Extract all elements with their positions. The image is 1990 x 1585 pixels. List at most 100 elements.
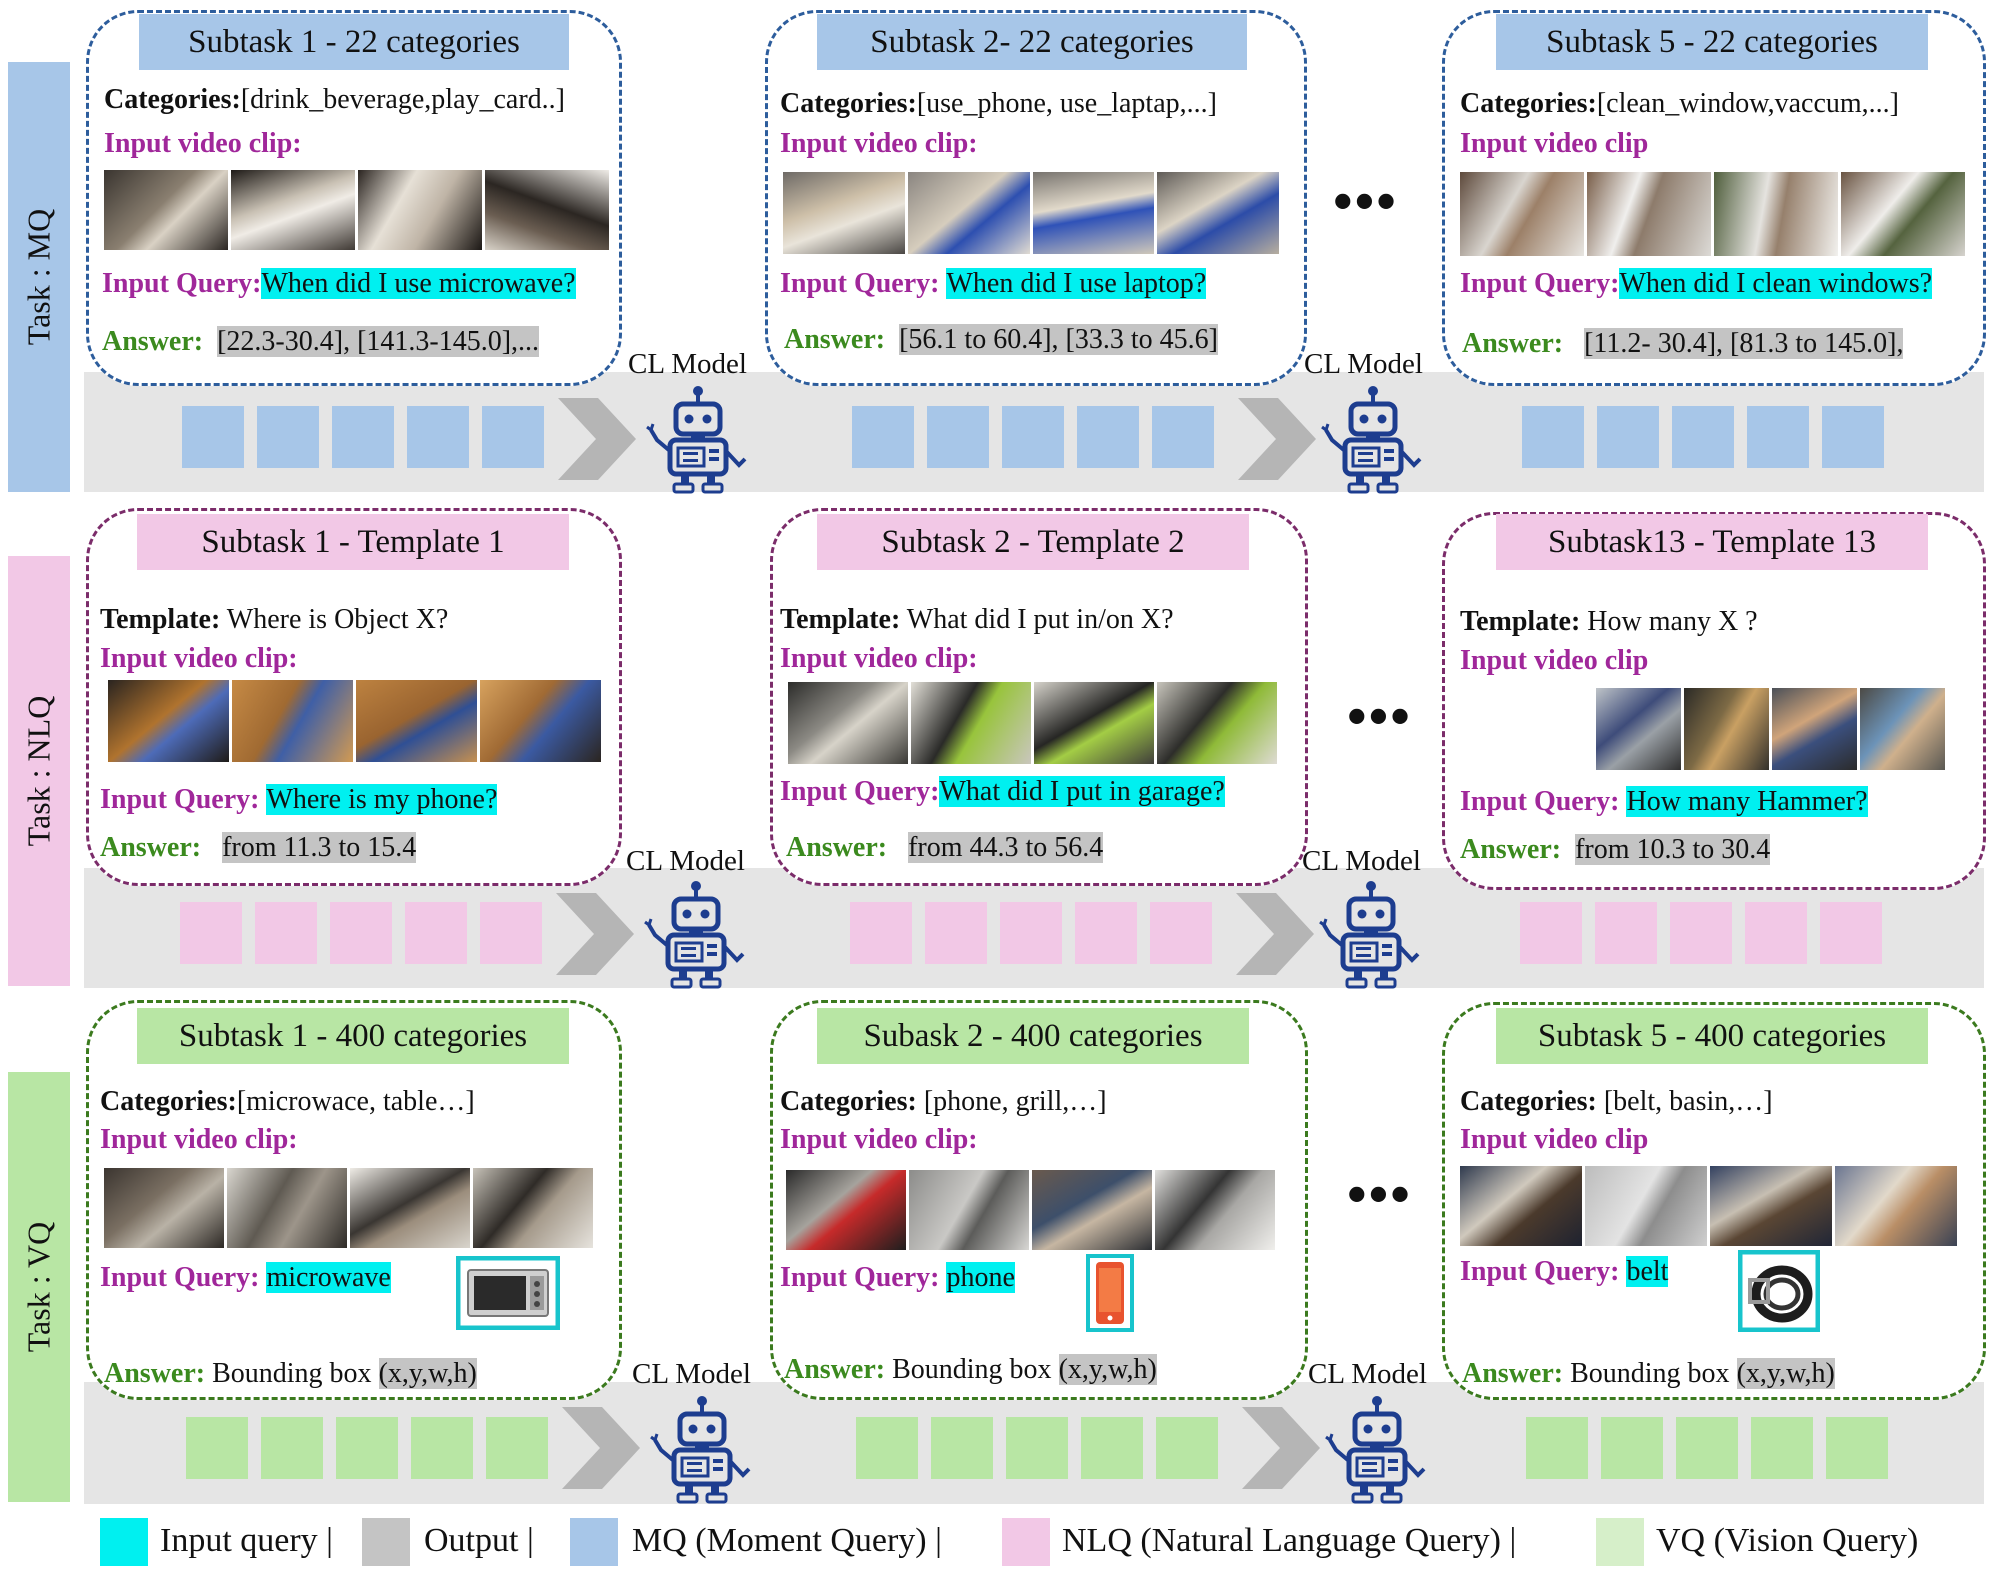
input-video-clip <box>1596 688 1948 770</box>
subtask-title: Subtask 2- 22 categories <box>817 14 1247 70</box>
categories-line: Categories: [phone, grill,…] <box>780 1086 1107 1117</box>
video-frame <box>227 1168 347 1248</box>
clip-label: Input video clip: <box>100 643 298 674</box>
clip-label: Input video clip: <box>100 1124 298 1155</box>
query-highlight: microwave <box>266 1262 391 1293</box>
video-frame <box>1155 1170 1275 1250</box>
query-line: Input Query:When did I use microwave? <box>102 268 576 299</box>
answer-highlight: [11.2- 30.4], [81.3 to 145.0], <box>1584 328 1904 359</box>
video-frame <box>473 1168 593 1248</box>
legend-label: MQ (Moment Query) | <box>632 1522 942 1559</box>
video-frame <box>104 1168 224 1248</box>
legend-swatch-nlq <box>1002 1518 1050 1566</box>
answer-line: Answer: Bounding box (x,y,w,h) <box>1462 1358 1835 1389</box>
robot-icon <box>1316 880 1426 990</box>
robot-icon <box>647 1395 757 1505</box>
input-video-clip <box>104 1168 598 1248</box>
data-block <box>925 902 987 964</box>
data-block <box>1152 406 1214 468</box>
subtask-title: Subtask 1 - 22 categories <box>139 14 569 70</box>
template-line: Template: Where is Object X? <box>100 604 449 635</box>
cl-model-label: CL Model <box>632 1358 751 1390</box>
clip-label: Input video clip <box>1460 1124 1649 1155</box>
video-frame <box>232 680 353 762</box>
chevron-arrow-icon <box>558 398 636 480</box>
robot-icon <box>1322 1395 1432 1505</box>
video-frame <box>358 170 482 250</box>
subtask-title: Subtask 5 - 400 categories <box>1496 1008 1928 1064</box>
video-frame <box>480 680 601 762</box>
robot-icon <box>1318 385 1428 495</box>
data-block <box>1006 1417 1068 1479</box>
data-block <box>856 1417 918 1479</box>
answer-highlight: from 44.3 to 56.4 <box>908 832 1104 863</box>
answer-line: Answer: [56.1 to 60.4], [33.3 to 45.6] <box>784 324 1218 355</box>
chevron-arrow-icon <box>1242 1407 1320 1489</box>
data-block <box>330 902 392 964</box>
legend-label: Input query | <box>160 1522 333 1559</box>
data-block <box>1595 902 1657 964</box>
categories-line: Categories: [belt, basin,…] <box>1460 1086 1773 1117</box>
video-frame <box>1714 172 1838 256</box>
subtask-title: Subtask 2 - Template 2 <box>817 514 1249 570</box>
input-video-clip <box>1460 172 1968 256</box>
template-line: Template: What did I put in/on X? <box>780 604 1174 635</box>
answer-line: Answer: from 10.3 to 30.4 <box>1460 834 1771 865</box>
query-highlight: What did I put in garage? <box>939 776 1225 807</box>
query-line: Input Query: belt <box>1460 1256 1669 1287</box>
data-block <box>1526 1417 1588 1479</box>
data-block <box>186 1417 248 1479</box>
data-block <box>1672 406 1734 468</box>
query-line: Input Query: microwave <box>100 1262 391 1293</box>
ellipsis-dots: ••• <box>1347 686 1412 748</box>
query-highlight: phone <box>946 1262 1015 1293</box>
input-video-clip <box>788 682 1278 764</box>
video-frame <box>1157 682 1277 764</box>
data-block <box>1751 1417 1813 1479</box>
clip-label: Input video clip: <box>104 128 302 159</box>
input-video-clip <box>104 170 610 250</box>
data-block <box>180 902 242 964</box>
clip-label: Input video clip: <box>780 643 978 674</box>
data-block <box>1676 1417 1738 1479</box>
data-block <box>1002 406 1064 468</box>
answer-highlight: (x,y,w,h) <box>378 1358 477 1389</box>
microwave-icon <box>456 1256 560 1330</box>
template-line: Template: How many X ? <box>1460 606 1758 637</box>
clip-label: Input video clip: <box>780 128 978 159</box>
video-frame <box>356 680 477 762</box>
answer-line: Answer: [22.3-30.4], [141.3-145.0],... <box>102 326 540 357</box>
data-block <box>1081 1417 1143 1479</box>
robot-icon <box>643 385 753 495</box>
legend-swatch-output <box>362 1518 410 1566</box>
legend-swatch-input-query <box>100 1518 148 1566</box>
cl-model-label: CL Model <box>1304 348 1423 380</box>
chevron-arrow-icon <box>562 1407 640 1489</box>
input-video-clip <box>1460 1166 1960 1246</box>
answer-highlight: [56.1 to 60.4], [33.3 to 45.6] <box>899 324 1218 355</box>
video-frame <box>783 172 905 254</box>
legend-label: Output | <box>424 1522 534 1559</box>
data-block <box>1156 1417 1218 1479</box>
belt-icon <box>1738 1250 1820 1332</box>
video-frame <box>108 680 229 762</box>
legend-swatch-mq <box>570 1518 618 1566</box>
answer-highlight: from 11.3 to 15.4 <box>222 832 417 863</box>
video-frame <box>1841 172 1965 256</box>
answer-line: Answer: Bounding box (x,y,w,h) <box>784 1354 1157 1385</box>
video-frame <box>1684 688 1769 770</box>
ellipsis-dots: ••• <box>1347 1164 1412 1226</box>
video-frame <box>1596 688 1681 770</box>
query-highlight: When did I use microwave? <box>261 268 576 299</box>
clip-label: Input video clip <box>1460 128 1649 159</box>
query-line: Input Query: How many Hammer? <box>1460 786 1868 817</box>
video-frame <box>1460 172 1584 256</box>
query-line: Input Query:When did I clean windows? <box>1460 268 1933 299</box>
video-frame <box>907 172 1030 254</box>
video-frame <box>1460 1166 1582 1246</box>
data-block <box>1075 902 1137 964</box>
query-highlight: Where is my phone? <box>266 784 498 815</box>
ellipsis-dots: ••• <box>1333 171 1398 233</box>
query-highlight: When did I use laptop? <box>946 268 1207 299</box>
data-block <box>1747 406 1809 468</box>
